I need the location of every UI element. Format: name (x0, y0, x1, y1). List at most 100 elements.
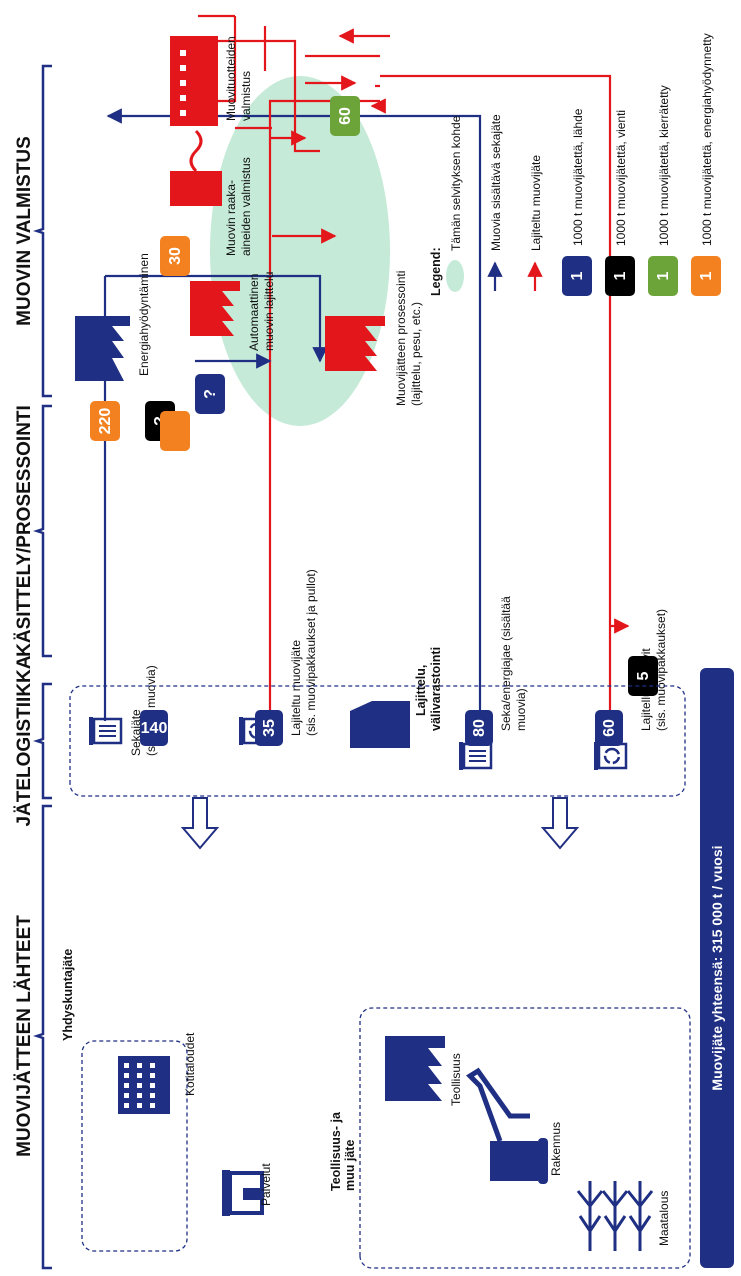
legend-red-label: Lajiteltu muovijäte (529, 155, 543, 251)
hollow-arrow-yhdyskunta (180, 797, 220, 850)
section-kasittely-title: KÄSITTELY/PROSESSOINTI (14, 405, 35, 657)
crops-icon (576, 1181, 654, 1251)
bin-lajitellut-label-2: (sis. muovipakkaukset) (654, 609, 668, 731)
logistics-label-2: välivarastointi (429, 647, 443, 731)
group-yhdyskuntajate: Yhdyskuntajäte Kotitaloudet Palvelut (61, 949, 273, 1252)
section-logistiikka-title: JÄTELOGISTIIKKA (14, 655, 35, 826)
bin-sekaenergia-label-2: muovia) (514, 688, 528, 731)
automatic-sorting-label-1: Automaattinen (247, 274, 261, 351)
legend-box-navy-value: 1 (569, 271, 586, 280)
flow-kierratetty: 60 (330, 96, 360, 136)
legend-scope-label: Tämän selvityksen kohde (449, 115, 463, 251)
legend-box-navy (562, 256, 592, 296)
group-teollisuus-label-1: Teollisuus- ja (329, 1111, 343, 1191)
raw-material-label-1: Muovin raaka- (224, 180, 238, 256)
automatic-sorting: Automaattinen muovin lajittelu (190, 272, 276, 351)
legend-box-black (605, 256, 635, 296)
source-kotitaloudet-label: Kotitaloudet (183, 1032, 197, 1096)
raw-material-plant-icon (170, 171, 222, 206)
group-teollisuus-label-2: muu jäte (343, 1140, 357, 1191)
logistics-box: Lajittelu, välivarastointi (69, 647, 686, 797)
section-valmistus: MUOVIN VALMISTUS (14, 64, 52, 398)
svg-text:60: 60 (601, 719, 618, 737)
legend-box-orange-value: 1 (698, 271, 715, 280)
legend-box-navy-label: 1000 t muovijätettä, lähde (571, 108, 585, 246)
plastic-processing-icon (325, 316, 385, 371)
legend-blue-label: Muovia sisältävä sekajäte (489, 114, 503, 251)
raw-material-plant: Muovin raaka- aineiden valmistus (170, 129, 253, 256)
bin-lajiteltu-label-2: (sis. muovipakkaukset ja pullot) (304, 569, 318, 736)
svg-text:30: 30 (167, 247, 184, 265)
apartment-icon (118, 1056, 170, 1114)
product-plant-label-1: Muovituotteiden (224, 36, 238, 121)
hollow-arrow-teollisuus (540, 797, 580, 850)
energy-plant-icon (75, 316, 130, 381)
flow-lajiteltu-box: 35 (255, 710, 283, 746)
group-yhdyskuntajate-label: Yhdyskuntajäte (61, 949, 75, 1041)
svg-text:60: 60 (337, 107, 354, 125)
raw-material-label-2: aineiden valmistus (239, 157, 253, 256)
group-yhdyskuntajate-box (81, 1040, 188, 1252)
legend-box-black-label: 1000 t muovijätettä, vienti (614, 110, 628, 246)
flow-energia-prosessi: 30 (160, 236, 190, 276)
section-lahteet-brace (33, 804, 52, 1270)
section-kasittely: KÄSITTELY/PROSESSOINTI (14, 404, 52, 658)
legend-scope-swatch (446, 260, 464, 292)
svg-text:?: ? (202, 389, 219, 399)
flow-sekaenergia-box: 80 (465, 710, 493, 746)
source-rakennus-label: Rakennus (549, 1122, 563, 1176)
total-label: Muovijäte yhteensä: 315 000 t / vuosi (709, 845, 725, 1090)
excavator-icon (466, 1067, 548, 1184)
plastic-processing-label-2: (lajittelu, pesu, etc.) (409, 302, 423, 406)
plastic-processing: Muovijätteen prosessointi (lajittelu, pe… (325, 271, 423, 406)
svg-text:140: 140 (141, 720, 168, 737)
automatic-sorting-label-2: muovin lajittelu (262, 272, 276, 351)
legend-box-black-value: 1 (612, 271, 629, 280)
source-maatalous-label: Maatalous (657, 1191, 671, 1246)
warehouse-icon (350, 701, 410, 748)
plastic-processing-label-1: Muovijätteen prosessointi (394, 271, 408, 406)
section-lahteet-title: MUOVIJÄTTEEN LÄHTEET (14, 915, 35, 1157)
group-teollisuus-box (359, 1007, 691, 1269)
section-logistiikka-brace (33, 682, 52, 800)
source-palvelut-label: Palvelut (259, 1163, 273, 1206)
energy-plant-label: Energiahyödyntäminen (137, 253, 151, 376)
legend: Legend: Tämän selvityksen kohde Muovia s… (429, 33, 721, 296)
legend-box-orange (691, 256, 721, 296)
total-bar: Muovijäte yhteensä: 315 000 t / vuosi (700, 668, 734, 1268)
bin-sekajate-label-1: Sekajäte (129, 709, 143, 756)
section-valmistus-title: MUOVIN VALMISTUS (14, 136, 35, 326)
flow-tuntematon-sininen-box: ? (195, 374, 225, 414)
source-teollisuus-label: Teollisuus (449, 1053, 463, 1106)
shop-icon (222, 1170, 264, 1216)
flow-energia-box: 220 (90, 401, 120, 441)
bin-sekaenergia-icon (457, 740, 493, 772)
flow-energia-prosessi-box (160, 411, 190, 451)
bin-sekajate-icon (87, 715, 123, 747)
factory-icon (385, 1036, 445, 1101)
product-plant-icon (170, 36, 218, 126)
legend-title: Legend: (429, 247, 443, 296)
svg-text:35: 35 (261, 719, 278, 737)
legend-box-green-value: 1 (655, 271, 672, 280)
svg-text:5: 5 (635, 671, 652, 680)
section-valmistus-brace (33, 64, 52, 398)
flow-lajitellut-box: 60 (595, 710, 623, 746)
legend-box-green-label: 1000 t muovijätettä, kierrätetty (657, 85, 671, 246)
automatic-sorting-icon (190, 281, 240, 336)
bin-lajiteltu-label-1: Lajiteltu muovijäte (289, 640, 303, 736)
svg-text:220: 220 (97, 408, 114, 435)
flow-sekajate-box: 140 (140, 710, 168, 746)
logistics-label-1: Lajittelu, (414, 665, 428, 716)
section-kasittely-brace (33, 404, 52, 658)
diagram-content: MUOVIJÄTTEEN LÄHTEET JÄTELOGISTIIKKA KÄS… (14, 14, 734, 1270)
section-lahteet: MUOVIJÄTTEEN LÄHTEET (14, 804, 52, 1270)
legend-box-green (648, 256, 678, 296)
bin-sekaenergia-label-1: Seka/energiajae (sisältää (499, 596, 513, 731)
bin-lajitellut-icon (592, 740, 628, 772)
energy-plant: Energiahyödyntäminen (75, 253, 151, 381)
section-logistiikka: JÄTELOGISTIIKKA (14, 655, 52, 827)
svg-text:80: 80 (471, 719, 488, 737)
flow-vienti-box: 5 (628, 656, 658, 696)
